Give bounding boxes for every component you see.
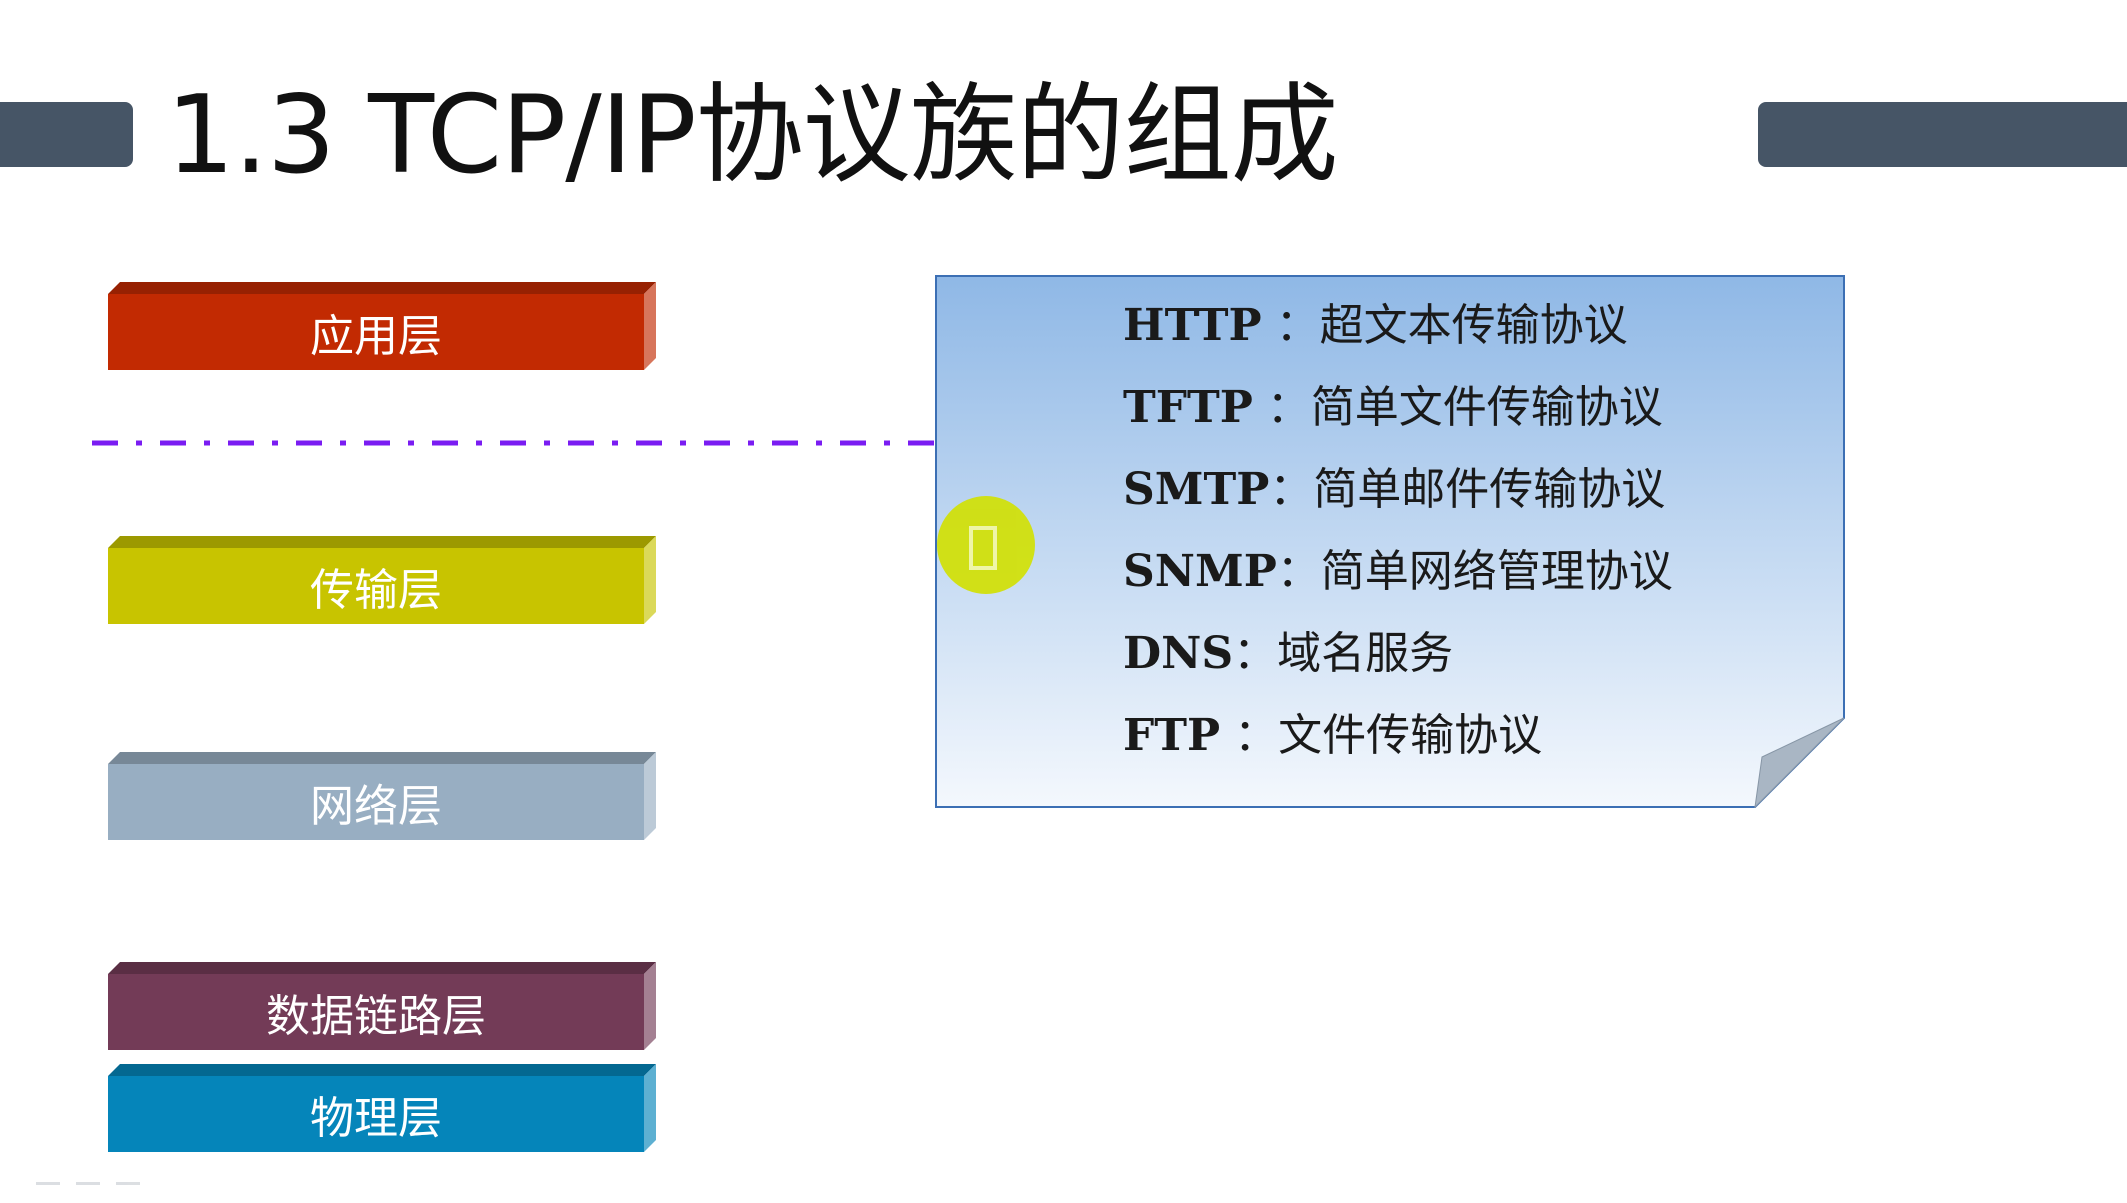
protocol-abbr: SMTP [1123, 464, 1270, 515]
layer-application: 应用层 [108, 282, 656, 370]
protocol-abbr: FTP [1123, 710, 1221, 761]
layer-label: 网络层 [108, 764, 644, 840]
protocol-item-dns: DNS：域名服务 [1123, 613, 1673, 695]
protocol-abbr: DNS [1123, 628, 1234, 679]
protocol-item-snmp: SNMP：简单网络管理协议 [1123, 531, 1673, 613]
protocol-list: HTTP ：超文本传输协议 TFTP ：简单文件传输协议 SMTP：简单邮件传输… [1123, 285, 1673, 777]
protocol-separator: ： [1261, 300, 1320, 351]
protocol-desc: 简单邮件传输协议 [1313, 464, 1666, 515]
protocol-item-http: HTTP ：超文本传输协议 [1123, 285, 1673, 367]
title-accent-bar-left [0, 102, 133, 167]
note-background [935, 275, 1845, 808]
protocol-desc: 简单网络管理协议 [1320, 546, 1673, 597]
protocol-separator: ： [1252, 382, 1311, 433]
layer-top-face [108, 752, 656, 764]
pointer-highlight [937, 496, 1035, 594]
protocol-desc: 文件传输协议 [1278, 710, 1543, 761]
protocol-item-smtp: SMTP：简单邮件传输协议 [1123, 449, 1673, 531]
layer-data-link: 数据链路层 [108, 962, 656, 1050]
layer-top-face [108, 536, 656, 548]
layer-label: 物理层 [108, 1076, 644, 1152]
layer-label: 数据链路层 [108, 974, 644, 1050]
protocol-desc: 简单文件传输协议 [1310, 382, 1663, 433]
title-accent-bar-right [1758, 102, 2127, 167]
layer-top-face [108, 282, 656, 294]
protocol-abbr: SNMP [1123, 546, 1277, 597]
pointer-icon[interactable] [116, 1182, 140, 1199]
protocol-separator: ： [1269, 464, 1314, 515]
layer-label: 应用层 [108, 294, 644, 370]
pen-icon[interactable] [36, 1182, 60, 1199]
protocol-desc: 域名服务 [1277, 628, 1454, 679]
protocol-item-tftp: TFTP ：简单文件传输协议 [1123, 367, 1673, 449]
layer-top-face [108, 1064, 656, 1076]
layer-divider-line [92, 440, 937, 446]
layer-transport: 传输层 [108, 536, 656, 624]
note-folded-corner [1754, 717, 1845, 808]
protocol-item-ftp: FTP ：文件传输协议 [1123, 695, 1673, 777]
protocol-separator: ： [1220, 710, 1279, 761]
protocol-desc: 超文本传输协议 [1319, 300, 1628, 351]
presentation-toolbar[interactable] [36, 1182, 186, 1200]
layer-network: 网络层 [108, 752, 656, 840]
layer-side-face [644, 282, 656, 370]
slide-title: 1.3 TCP/IP协议族的组成 [166, 73, 1339, 198]
layer-side-face [644, 536, 656, 624]
layer-top-face [108, 962, 656, 974]
protocol-abbr: TFTP [1123, 382, 1253, 433]
protocol-abbr: HTTP [1123, 300, 1262, 351]
layer-side-face [644, 752, 656, 840]
protocol-separator: ： [1233, 628, 1278, 679]
layer-side-face [644, 962, 656, 1050]
layer-label: 传输层 [108, 548, 644, 624]
protocol-separator: ： [1276, 546, 1321, 597]
layer-side-face [644, 1064, 656, 1152]
page-icon[interactable] [76, 1182, 100, 1199]
protocol-note-box: HTTP ：超文本传输协议 TFTP ：简单文件传输协议 SMTP：简单邮件传输… [935, 275, 1845, 808]
pointer-icon [969, 526, 997, 570]
layer-physical: 物理层 [108, 1064, 656, 1152]
